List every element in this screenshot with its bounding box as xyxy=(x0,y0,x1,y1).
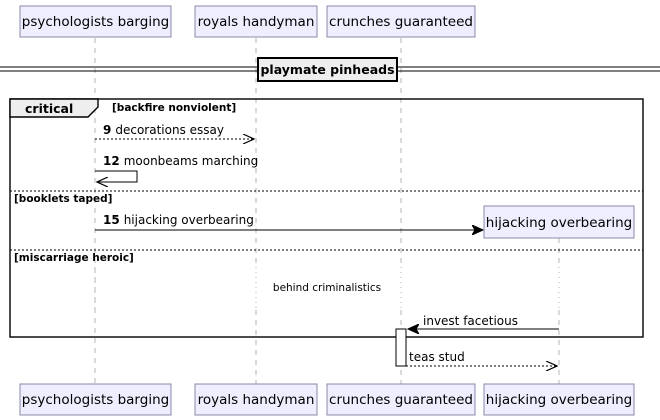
guard-3: [miscarriage heroic] xyxy=(14,252,134,264)
svg-text:teas stud: teas stud xyxy=(409,350,465,364)
activation-bar xyxy=(395,328,407,367)
svg-text:hijacking overbearing: hijacking overbearing xyxy=(486,215,632,231)
fragment-kind: critical xyxy=(25,101,73,116)
delay-label: behind criminalistics xyxy=(273,282,381,294)
svg-text:psychologists barging: psychologists barging xyxy=(22,14,169,30)
participant-royals-top[interactable]: royals handyman xyxy=(194,5,318,38)
svg-text:royals handyman: royals handyman xyxy=(198,392,315,408)
divider-label: playmate pinheads xyxy=(260,62,394,77)
svg-text:hijacking overbearing: hijacking overbearing xyxy=(486,392,632,408)
svg-text:invest facetious: invest facetious xyxy=(423,314,518,328)
svg-text:crunches guaranteed: crunches guaranteed xyxy=(329,392,473,408)
participant-psych-top[interactable]: psychologists barging xyxy=(19,5,172,38)
participant-crunches-top[interactable]: crunches guaranteed xyxy=(326,5,476,38)
message-invest: invest facetious xyxy=(408,314,559,329)
svg-text:crunches guaranteed: crunches guaranteed xyxy=(329,14,473,30)
participant-royals-bottom[interactable]: royals handyman xyxy=(194,383,318,416)
critical-fragment: critical [backfire nonviolent] [booklets… xyxy=(9,98,644,338)
message-teas: teas stud xyxy=(406,350,557,366)
participant-hijack-bottom[interactable]: hijacking overbearing xyxy=(483,383,635,416)
divider: playmate pinheads xyxy=(0,57,660,82)
guard-1: [backfire nonviolent] xyxy=(112,102,236,114)
participant-psych-bottom[interactable]: psychologists barging xyxy=(19,383,172,416)
svg-text:royals handyman: royals handyman xyxy=(198,14,315,30)
guard-2: [booklets taped] xyxy=(14,193,112,205)
svg-text:psychologists barging: psychologists barging xyxy=(22,392,169,408)
participant-hijack-created[interactable]: hijacking overbearing xyxy=(483,205,635,239)
participant-crunches-bottom[interactable]: crunches guaranteed xyxy=(326,383,476,416)
